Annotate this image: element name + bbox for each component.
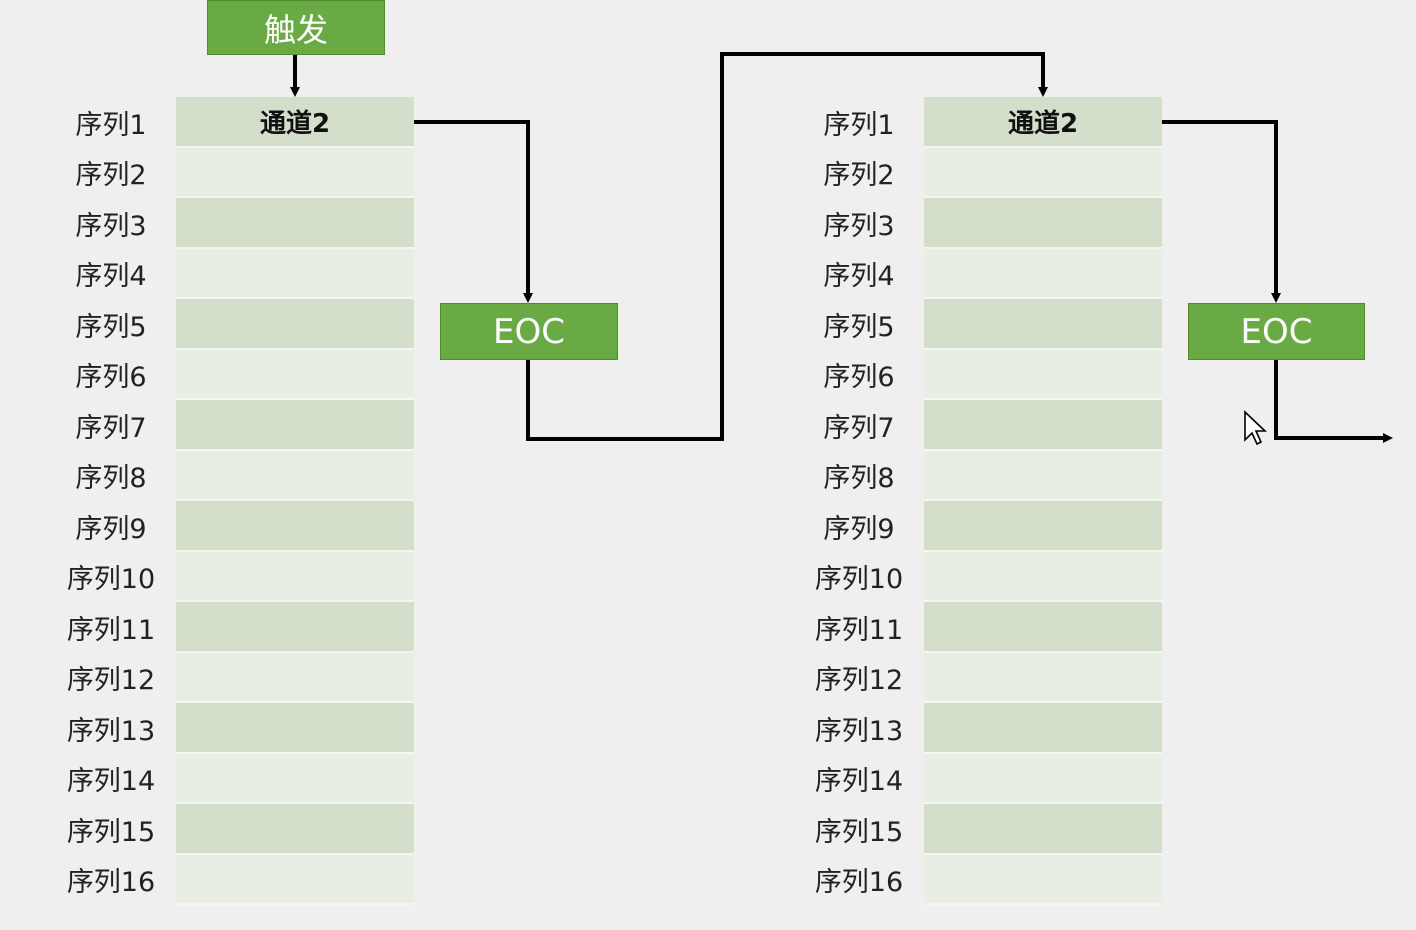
sequence-cell — [924, 804, 1162, 855]
sequence-label: 序列13 — [66, 715, 156, 747]
sequence-label: 序列1 — [823, 109, 895, 141]
sequence-label: 序列13 — [814, 715, 904, 747]
arrow-table-1-to-eoc-1 — [414, 120, 533, 303]
sequence-label: 序列11 — [66, 614, 156, 646]
arrow-eoc-2-out — [1274, 360, 1393, 443]
sequence-cell — [176, 349, 414, 400]
sequence-label: 序列14 — [66, 766, 156, 798]
sequence-label: 序列2 — [823, 160, 895, 192]
sequence-cell — [176, 450, 414, 501]
eoc-box-right: EOC — [1188, 303, 1365, 360]
sequence-cell — [924, 602, 1162, 653]
sequence-label: 序列10 — [66, 564, 156, 596]
sequence-labels-left: 序列1 序列2 序列3 序列4 序列5 序列6 序列7 序列8 序列9 序列10 序列11 序列12 序… — [46, 97, 176, 905]
sequence-cell — [176, 400, 414, 451]
sequence-cell — [924, 299, 1162, 350]
sequence-cell — [176, 804, 414, 855]
sequence-labels-right: 序列1 序列2 序列3 序列4 序列5 序列6 序列7 序列8 序列9 序列10 序列11 序列12 序… — [794, 97, 924, 905]
sequence-cell — [924, 753, 1162, 804]
sequence-cell — [924, 147, 1162, 198]
arrow-table-2-to-eoc-2 — [1162, 120, 1281, 303]
sequence-cell — [924, 854, 1162, 905]
sequence-cell — [176, 602, 414, 653]
sequence-label: 序列16 — [814, 867, 904, 899]
sequence-label: 序列3 — [823, 210, 895, 242]
sequence-label: 序列7 — [823, 412, 895, 444]
sequence-cell — [924, 652, 1162, 703]
sequence-cell — [924, 703, 1162, 754]
sequence-table-right: 通道2 — [924, 97, 1162, 905]
eoc-box-left: EOC — [440, 303, 618, 360]
sequence-cell — [924, 248, 1162, 299]
sequence-label: 序列9 — [75, 513, 147, 545]
sequence-cell — [176, 147, 414, 198]
sequence-cell — [176, 501, 414, 552]
sequence-label: 序列11 — [814, 614, 904, 646]
sequence-label: 序列9 — [823, 513, 895, 545]
sequence-label: 序列15 — [66, 816, 156, 848]
sequence-cell — [924, 400, 1162, 451]
sequence-label: 序列3 — [75, 210, 147, 242]
sequence-cell — [176, 652, 414, 703]
sequence-cell — [176, 198, 414, 249]
sequence-cell — [924, 198, 1162, 249]
sequence-cell-channel: 通道2 — [924, 97, 1162, 148]
sequence-label: 序列4 — [75, 261, 147, 293]
sequence-cell — [924, 349, 1162, 400]
sequence-cell — [176, 854, 414, 905]
sequence-cell — [924, 551, 1162, 602]
sequence-label: 序列6 — [823, 362, 895, 394]
sequence-cell — [924, 501, 1162, 552]
sequence-label: 序列5 — [823, 311, 895, 343]
sequence-label: 序列15 — [814, 816, 904, 848]
sequence-label: 序列6 — [75, 362, 147, 394]
sequence-label: 序列8 — [823, 463, 895, 495]
sequence-cell — [176, 248, 414, 299]
sequence-label: 序列12 — [66, 665, 156, 697]
sequence-label: 序列1 — [75, 109, 147, 141]
sequence-cell-channel: 通道2 — [176, 97, 414, 148]
sequence-label: 序列2 — [75, 160, 147, 192]
sequence-cell — [176, 753, 414, 804]
sequence-label: 序列5 — [75, 311, 147, 343]
trigger-box: 触发 — [207, 0, 385, 55]
sequence-table-left: 通道2 — [176, 97, 414, 905]
sequence-cell — [924, 450, 1162, 501]
sequence-cell — [176, 299, 414, 350]
sequence-cell — [176, 703, 414, 754]
sequence-label: 序列12 — [814, 665, 904, 697]
sequence-label: 序列8 — [75, 463, 147, 495]
sequence-label: 序列14 — [814, 766, 904, 798]
sequence-label: 序列10 — [814, 564, 904, 596]
mouse-cursor-icon — [1244, 410, 1267, 446]
sequence-label: 序列16 — [66, 867, 156, 899]
sequence-label: 序列4 — [823, 261, 895, 293]
sequence-cell — [176, 551, 414, 602]
sequence-label: 序列7 — [75, 412, 147, 444]
